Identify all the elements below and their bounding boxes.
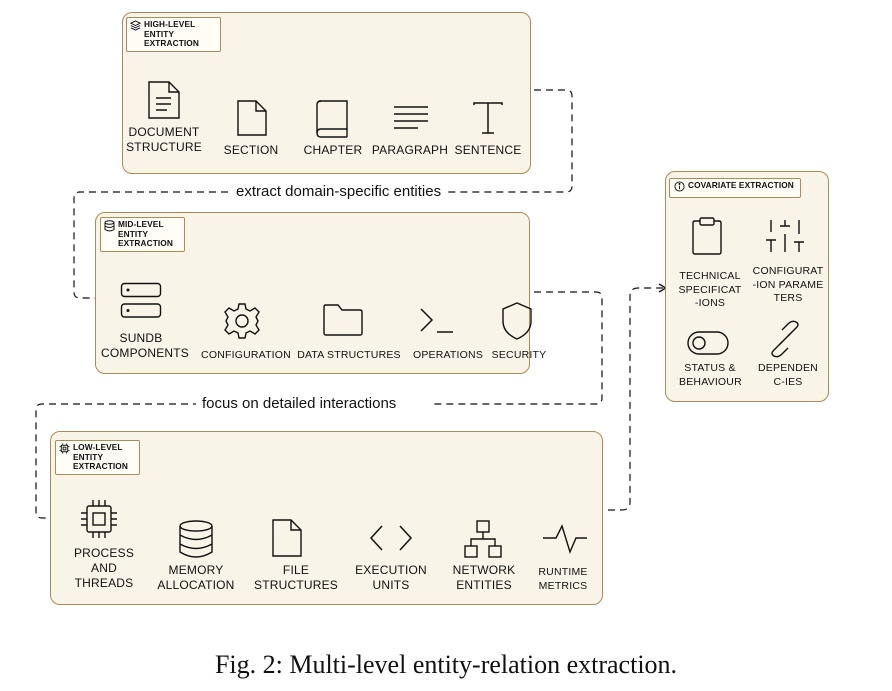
sentence-icon (472, 101, 504, 135)
clipboard-icon (690, 216, 724, 256)
layers-icon (129, 20, 142, 34)
low-item-2-label: FILE STRUCTURES (253, 563, 338, 592)
mid-item-3-label: OPERATIONS (412, 349, 484, 361)
low-level-badge: LOW-LEVEL ENTITY EXTRACTION (55, 440, 140, 475)
covariate-panel (665, 171, 829, 402)
paragraph-icon (392, 104, 430, 130)
dashed-high-to-mid (73, 89, 573, 298)
cov-item-0-text: TECHNICAL SPECIFICAT-IONS (678, 270, 742, 309)
mid-item-0-label: SUNDB COMPONENTS (101, 331, 190, 360)
toggle-icon (686, 330, 730, 356)
covariate-badge: COVARIATE EXTRACTION (669, 178, 801, 198)
high-item-1-label: SECTION (223, 143, 279, 157)
database-components-icon (120, 282, 162, 322)
info-icon (674, 181, 685, 195)
chapter-icon (313, 99, 349, 139)
sliders-icon (765, 218, 805, 254)
low-level-panel (50, 431, 603, 605)
low-item-4-label: NETWORK ENTITIES (452, 563, 516, 592)
dashed-mid-to-low (35, 291, 603, 518)
mid-level-badge: MID-LEVEL ENTITY EXTRACTION (100, 217, 185, 252)
low-item-3-label: EXECUTION UNITS (355, 563, 427, 592)
high-item-2-label: CHAPTER (303, 143, 363, 157)
covariate-title: COVARIATE EXTRACTION (688, 180, 794, 190)
cpu-chip-icon (80, 499, 118, 539)
configuration-gear-icon (222, 301, 262, 341)
low-item-1-label: MEMORY ALLOCATION (157, 563, 235, 592)
link-icon (766, 320, 804, 358)
cov-item-3-label: DEPENDENC-IES (752, 362, 824, 389)
terminal-icon (418, 306, 456, 336)
figure-caption: Fig. 2: Multi-level entity-relation extr… (214, 650, 678, 679)
section-icon (236, 99, 268, 137)
high-item-0-label: DOCUMENT STRUCTURE (126, 125, 202, 154)
file-icon (271, 518, 303, 558)
waveform-icon (542, 522, 588, 556)
cov-item-1-label: CONFIGURAT-ION PARAMETERS (750, 265, 826, 306)
mid-item-4-label: SECURITY (491, 349, 547, 361)
low-level-title: LOW-LEVEL ENTITY EXTRACTION (73, 442, 128, 471)
high-level-badge: HIGH-LEVEL ENTITY EXTRACTION (126, 17, 221, 52)
mid-item-1-label: CONFIGURATION (201, 349, 291, 361)
high-item-4-label: SENTENCE (454, 143, 522, 157)
low-item-0-label: PROCESS AND THREADS (73, 546, 135, 590)
cov-item-2-text: STATUS & BEHAVIOUR (679, 362, 742, 388)
database-icon (104, 220, 115, 235)
high-level-title: HIGH-LEVEL ENTITY EXTRACTION (144, 19, 199, 48)
cov-item-1-text: CONFIGURAT-ION PARAMETERS (752, 265, 824, 304)
cov-item-0-label: TECHNICAL SPECIFICAT-IONS (672, 270, 748, 311)
high-item-3-label: PARAGRAPH (371, 143, 449, 157)
network-icon (462, 519, 504, 559)
shield-icon (500, 301, 534, 341)
mid-level-title: MID-LEVEL ENTITY EXTRACTION (118, 219, 173, 248)
flow-label-mid-to-low: focus on detailed interactions (196, 395, 403, 412)
document-icon (147, 80, 181, 120)
code-brackets-icon (368, 523, 414, 553)
flow-label-high-to-mid: extract domain-specific entities (230, 183, 448, 200)
dashed-low-to-covariate (116, 283, 668, 511)
mid-item-2-label: DATA STRUCTURES (297, 349, 401, 361)
memory-database-icon (178, 520, 214, 560)
cov-item-3-text: DEPENDENC-IES (758, 362, 818, 388)
folder-icon (322, 303, 364, 337)
chip-icon (59, 443, 70, 457)
high-level-panel (122, 12, 531, 174)
cov-item-2-label: STATUS & BEHAVIOUR (672, 362, 748, 389)
low-item-5-label: RUNTIME METRICS (538, 566, 588, 592)
